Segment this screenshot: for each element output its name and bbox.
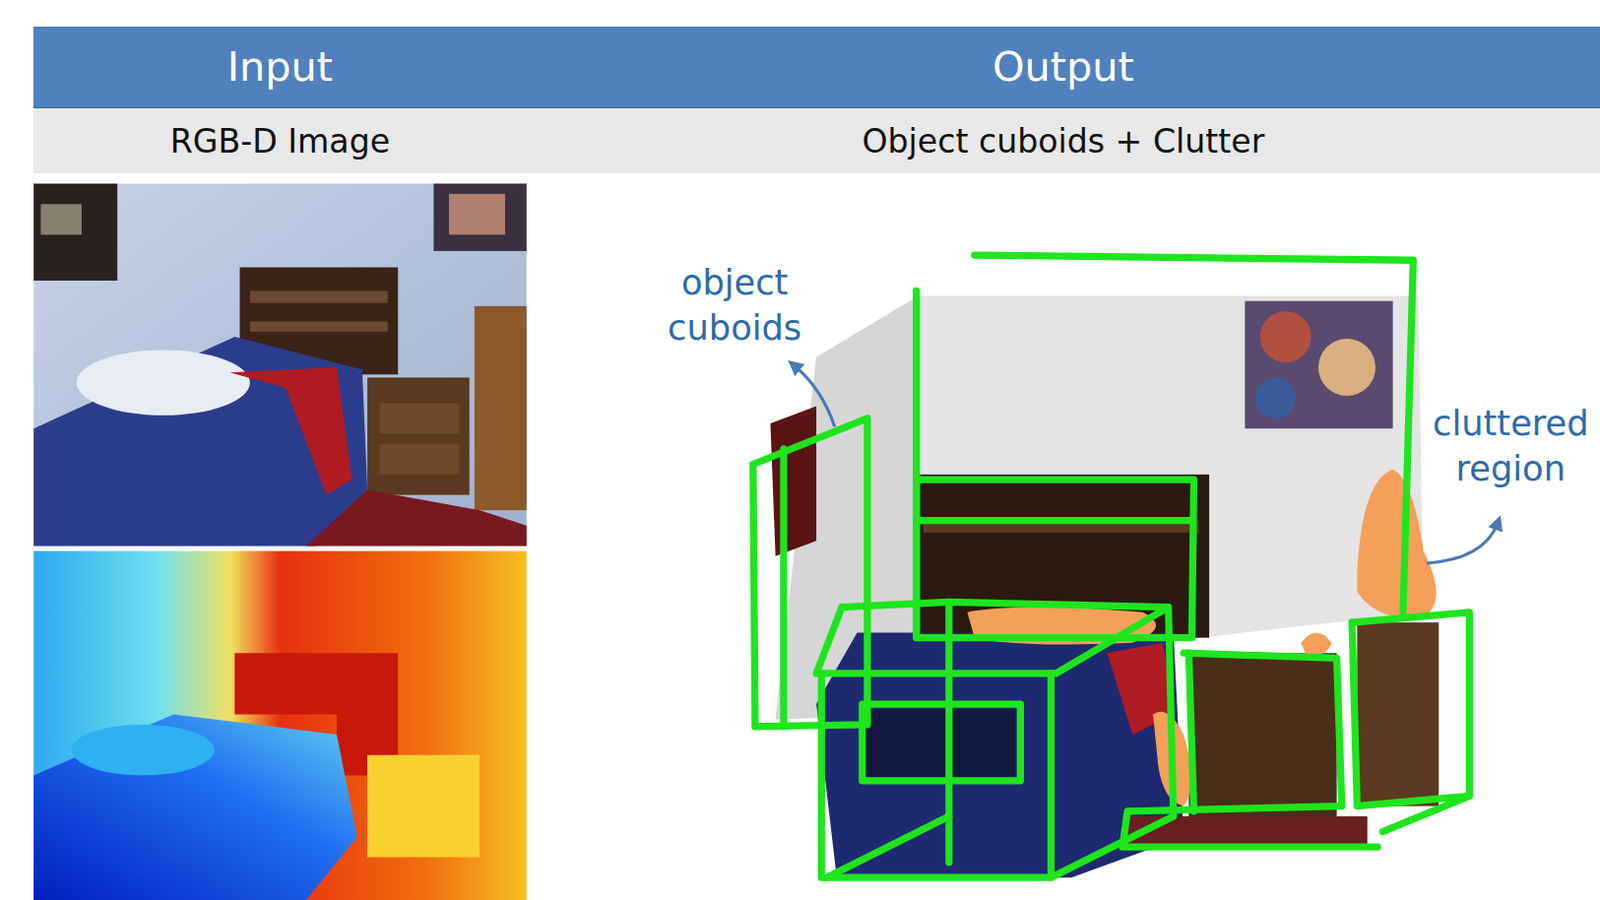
leader-arrows bbox=[793, 365, 1498, 564]
object-cuboids-part bbox=[862, 704, 1022, 781]
object-cuboids bbox=[753, 255, 1471, 878]
rgb-photo-part bbox=[474, 306, 527, 511]
rgb-photo-part bbox=[76, 349, 251, 415]
rgb-photo-part bbox=[380, 402, 460, 434]
object-cuboids-part bbox=[1122, 652, 1378, 847]
depth-map-part bbox=[71, 724, 215, 776]
callout-label: object cuboids bbox=[652, 259, 817, 351]
rgb-photo-part bbox=[33, 184, 527, 547]
point-cloud-scene-part bbox=[862, 708, 1016, 778]
rgb-photo bbox=[33, 184, 527, 547]
point-cloud-scene-part bbox=[1318, 338, 1376, 396]
object-cuboids-part bbox=[1188, 652, 1194, 812]
object-cuboids-part bbox=[918, 516, 1190, 524]
rgb-photo-part bbox=[229, 367, 352, 496]
header-band: Output bbox=[526, 26, 1600, 109]
column-subheading: Object cuboids + Clutter bbox=[861, 122, 1265, 161]
depth-map-part bbox=[367, 755, 480, 858]
object-cuboids-part bbox=[816, 601, 1169, 674]
rgb-photo-part bbox=[33, 184, 118, 281]
callout-label: cluttered region bbox=[1426, 400, 1596, 492]
column-heading: Input bbox=[227, 43, 333, 91]
point-cloud-scene-part bbox=[1244, 301, 1393, 430]
leader-arrows-part bbox=[1426, 522, 1499, 564]
clutter-regions-part bbox=[1300, 632, 1332, 655]
point-cloud-scene-part bbox=[769, 405, 817, 556]
object-cuboids-part bbox=[1050, 607, 1173, 879]
rgb-photo-part bbox=[250, 320, 388, 331]
rgb-photo-part bbox=[250, 290, 388, 303]
subheader-band: Object cuboids + Clutter bbox=[526, 108, 1600, 174]
object-cuboids-part bbox=[1351, 612, 1470, 832]
object-cuboids-part bbox=[821, 673, 1051, 878]
rgb-photo-part bbox=[367, 377, 470, 495]
point-cloud-scene-part bbox=[1188, 652, 1337, 817]
point-cloud-scene-part bbox=[1260, 311, 1312, 363]
rgb-photo-part bbox=[40, 203, 81, 235]
point-cloud-scene-part bbox=[1356, 622, 1439, 807]
depth-map bbox=[33, 551, 527, 900]
object-cuboids-part bbox=[945, 601, 953, 862]
column-subheading: RGB-D Image bbox=[170, 122, 390, 161]
rgb-photo-part bbox=[380, 444, 460, 475]
object-cuboids-part bbox=[779, 448, 787, 727]
object-cuboids-part bbox=[826, 816, 949, 878]
subheader-band: RGB-D Image bbox=[33, 108, 527, 174]
leader-arrows-part bbox=[793, 365, 834, 427]
rgb-photo-part bbox=[448, 193, 506, 235]
depth-map-part bbox=[33, 551, 527, 900]
depth-map-part bbox=[33, 713, 358, 900]
rgb-photo-part bbox=[306, 489, 527, 546]
header-band: Input bbox=[33, 26, 527, 109]
column-heading: Output bbox=[992, 43, 1135, 91]
rgb-photo-part bbox=[433, 184, 526, 252]
rgb-photo-part bbox=[33, 336, 368, 546]
object-cuboids-part bbox=[1351, 622, 1470, 807]
clutter-regions-part bbox=[1356, 469, 1436, 619]
point-cloud-scene-part bbox=[1255, 377, 1296, 418]
object-cuboids-part bbox=[753, 418, 868, 727]
